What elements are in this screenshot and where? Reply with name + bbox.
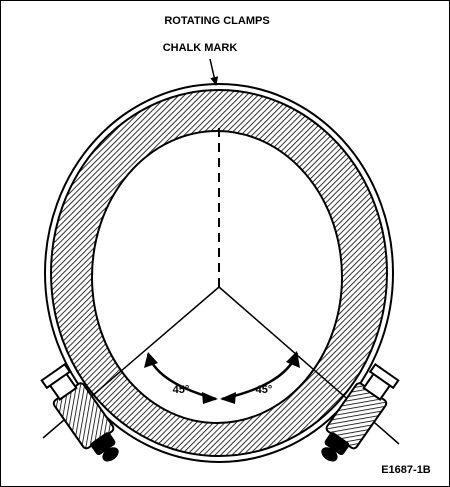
angle-arrowhead-left-bottom (202, 392, 218, 404)
angle-label-left: 45° (173, 384, 190, 396)
angle-arrowhead-right-top (286, 351, 300, 368)
diagram-title: ROTATING CLAMPS (164, 15, 269, 27)
left-clamp (40, 362, 119, 462)
angle-label-right: 45° (256, 384, 273, 396)
angle-arrowhead-right-bottom (220, 392, 236, 404)
right-clamp (321, 362, 400, 462)
hatched-wall (49, 89, 389, 457)
figure-id: E1687-1B (381, 464, 431, 476)
chalk-mark-arrow (209, 58, 219, 86)
chalk-mark-label: CHALK MARK (163, 42, 238, 54)
outer-clamp-band (44, 83, 394, 463)
angle-arrowhead-left-top (144, 352, 158, 368)
